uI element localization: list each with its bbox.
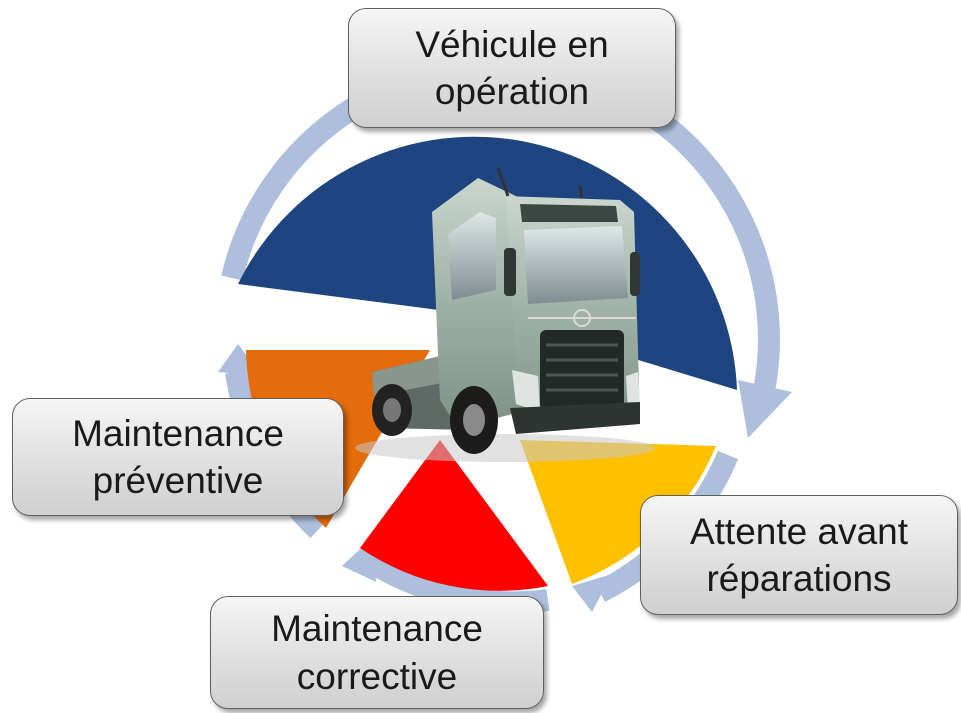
arrowhead-bottom-right bbox=[572, 574, 612, 612]
stage-box-operation: Véhicule en opération bbox=[348, 8, 676, 128]
segment-corrective bbox=[360, 440, 548, 591]
segment-attente bbox=[520, 440, 716, 584]
stage-label-line2: corrective bbox=[296, 655, 458, 697]
cycle-arrowheads bbox=[218, 344, 792, 612]
stage-box-preventive: Maintenance préventive bbox=[12, 398, 344, 516]
stage-label-line2: préventive bbox=[92, 460, 264, 501]
truck-icon bbox=[355, 167, 655, 462]
stage-label-line1: Maintenance bbox=[271, 608, 483, 650]
stage-box-corrective: Maintenance corrective bbox=[210, 596, 544, 709]
stage-box-attente: Attente avant réparations bbox=[640, 495, 958, 615]
stage-label-line2: réparations bbox=[706, 558, 892, 599]
stage-label-line1: Attente avant bbox=[689, 510, 909, 552]
stage-label-line1: Maintenance bbox=[72, 412, 284, 454]
stage-label-line2: opération bbox=[434, 71, 590, 112]
stage-label-line1: Véhicule en bbox=[415, 23, 609, 65]
arrowhead-right bbox=[738, 380, 792, 438]
